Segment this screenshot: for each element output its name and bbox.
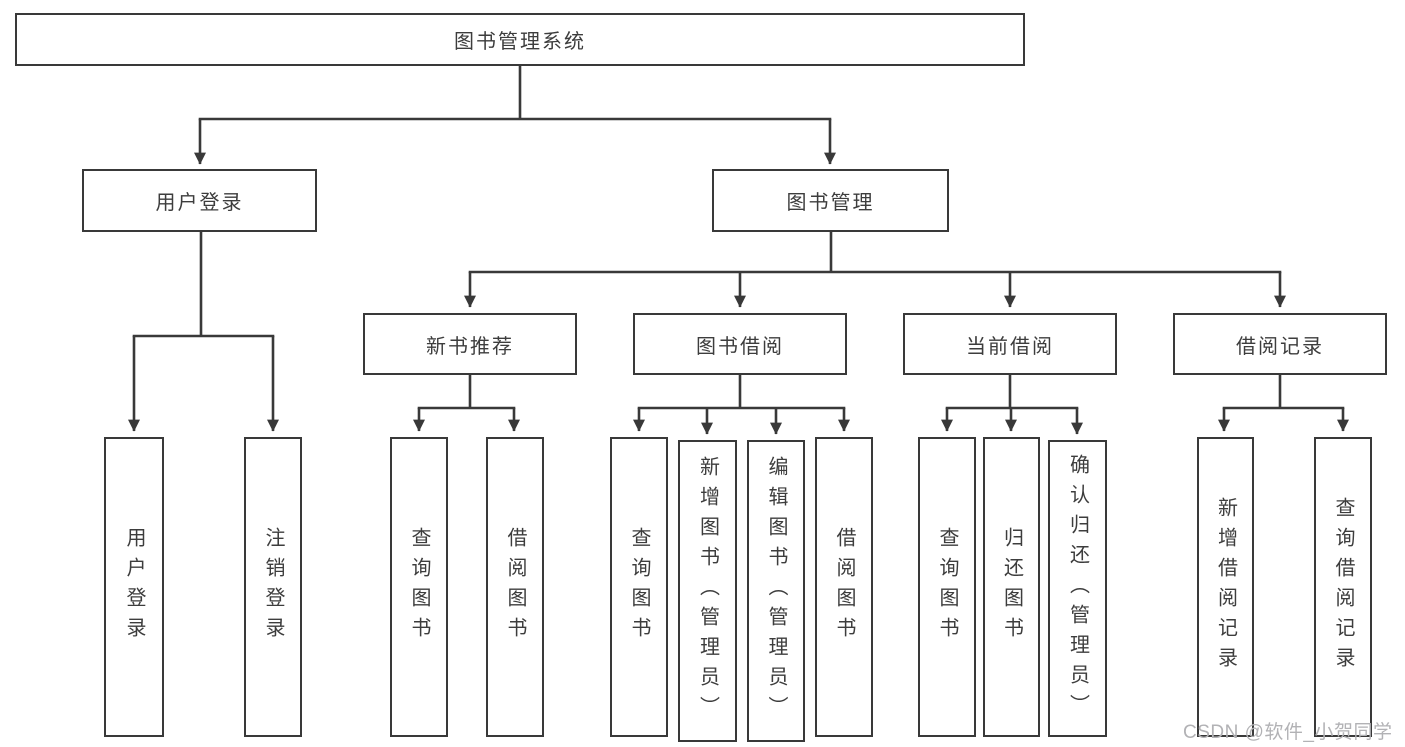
leaf-borrow-books: 借阅图书 (815, 437, 873, 737)
node-label: 图书管理系统 (454, 31, 586, 53)
node-user-login: 用户登录 (82, 169, 317, 232)
leaf-borrow-books-recommend: 借阅图书 (486, 437, 544, 737)
leaf-add-book-admin: 新增图书（管理员） (678, 440, 737, 742)
leaf-add-borrow-record: 新增借阅记录 (1197, 437, 1254, 737)
leaf-edit-book-admin: 编辑图书（管理员） (747, 440, 805, 742)
node-new-book-recommend: 新书推荐 (363, 313, 577, 375)
node-label: 借阅图书 (833, 527, 855, 647)
leaf-confirm-return-admin: 确认归还（管理员） (1048, 440, 1107, 737)
node-label: 用户登录 (123, 527, 145, 647)
node-label: 编辑图书（管理员） (765, 456, 787, 726)
leaf-query-books-current: 查询图书 (918, 437, 976, 737)
node-book-management: 图书管理 (712, 169, 949, 232)
node-label: 归还图书 (1000, 527, 1023, 647)
node-label: 新增图书（管理员） (696, 456, 719, 726)
leaf-query-books-borrow: 查询图书 (610, 437, 668, 737)
node-label: 新增借阅记录 (1214, 497, 1237, 677)
leaf-query-books-recommend: 查询图书 (390, 437, 448, 737)
connector-arrows (128, 119, 1349, 435)
node-label: 查询图书 (628, 527, 650, 647)
csdn-watermark: CSDN @软件_小贺同学 (1183, 722, 1393, 743)
node-label: 查询图书 (408, 527, 430, 647)
node-label: 借阅记录 (1236, 335, 1324, 358)
node-label: 用户登录 (155, 192, 244, 214)
node-label: 注销登录 (262, 527, 284, 647)
node-library-management-system: 图书管理系统 (15, 13, 1025, 66)
leaf-query-borrow-record: 查询借阅记录 (1314, 437, 1372, 737)
node-label: 图书管理 (786, 192, 875, 214)
node-label: 借阅图书 (504, 527, 526, 647)
node-label: 查询图书 (936, 527, 958, 647)
node-book-borrowing: 图书借阅 (633, 313, 847, 375)
leaf-return-books: 归还图书 (983, 437, 1040, 737)
node-label: 当前借阅 (966, 335, 1054, 358)
leaf-logout: 注销登录 (244, 437, 302, 737)
node-label: 新书推荐 (426, 335, 514, 358)
node-label: 查询借阅记录 (1332, 497, 1354, 677)
node-label: 图书借阅 (696, 335, 784, 358)
node-current-borrowing: 当前借阅 (903, 313, 1117, 375)
node-borrowing-records: 借阅记录 (1173, 313, 1387, 375)
node-label: 确认归还（管理员） (1066, 453, 1089, 724)
leaf-user-login: 用户登录 (104, 437, 164, 737)
